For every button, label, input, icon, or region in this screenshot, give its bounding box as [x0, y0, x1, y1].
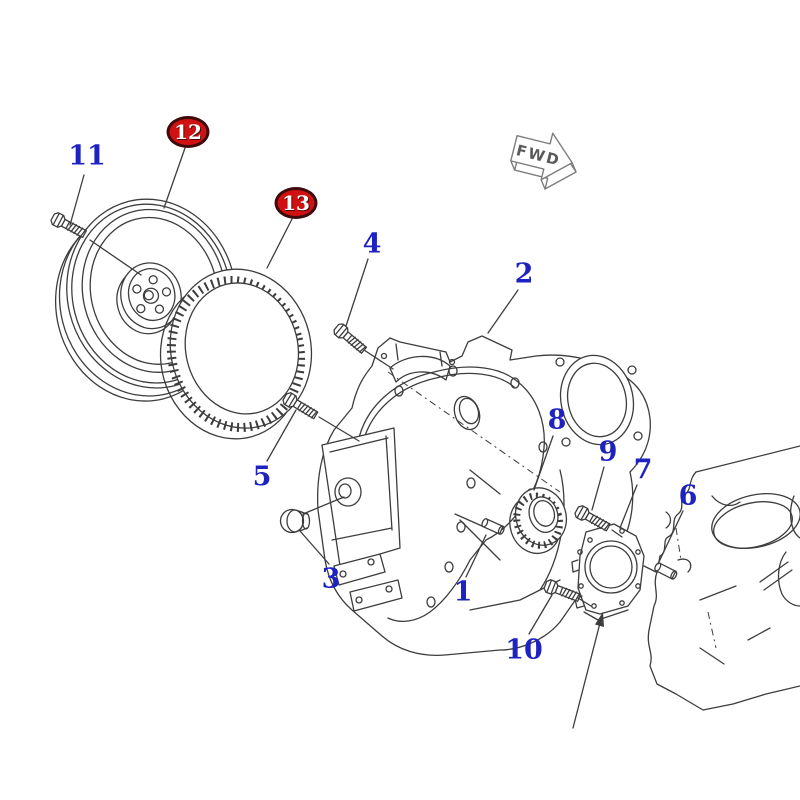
callout-label-2: 2 [514, 258, 534, 290]
callout-label-11: 11 [68, 140, 106, 172]
leader-line-6 [657, 510, 684, 565]
leader-lines [69, 147, 684, 635]
plug-3-drawing [279, 508, 311, 534]
pin-6-drawing [653, 561, 679, 581]
flywheel-housing-drawing [316, 335, 651, 656]
ring-gear-drawing [159, 268, 313, 440]
leader-line-5 [266, 409, 297, 462]
bolt-11-drawing [48, 210, 89, 241]
leader-line-12 [163, 147, 186, 209]
callout-badge-12: 12 [166, 116, 210, 148]
assembly-direction-arrow [572, 612, 604, 729]
bolt-4-drawing [331, 321, 369, 356]
callout-label-4: 4 [362, 228, 382, 260]
leader-line-9 [591, 466, 605, 511]
callout-label-6: 6 [678, 480, 698, 512]
leader-line-10 [528, 594, 553, 635]
leader-line-1 [465, 534, 487, 578]
callout-label-9: 9 [598, 436, 618, 468]
leader-line-3 [299, 530, 330, 565]
leader-line-7 [619, 484, 638, 529]
leader-line-11 [69, 174, 85, 226]
callout-label-7: 7 [633, 454, 653, 486]
callout-label-5: 5 [252, 461, 272, 493]
callout-badge-13: 13 [274, 187, 318, 219]
callout-label-1: 1 [453, 576, 473, 608]
leader-line-8 [533, 435, 554, 491]
assembly-axis-lines [89, 239, 657, 607]
fwd-direction-arrow: FWD [510, 132, 577, 190]
engine-block-drawing [647, 445, 800, 711]
leader-line-2 [487, 289, 519, 334]
callout-label-8: 8 [547, 404, 567, 436]
leader-line-4 [345, 258, 369, 327]
seal-retainer-plate-drawing [571, 523, 645, 621]
callout-label-3: 3 [321, 563, 341, 595]
leader-line-13 [266, 218, 293, 269]
oil-seal-drawing [509, 487, 568, 554]
callout-label-10: 10 [505, 634, 543, 666]
